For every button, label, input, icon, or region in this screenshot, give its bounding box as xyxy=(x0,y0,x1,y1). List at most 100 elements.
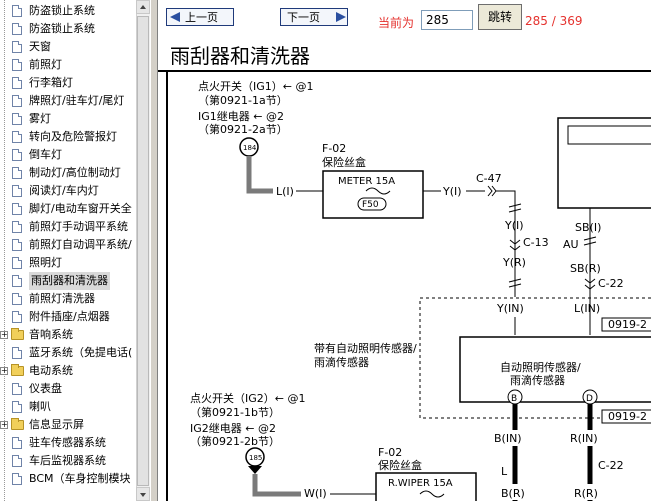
wire-label-bg xyxy=(568,430,614,446)
ref-0919-tag-2 xyxy=(601,409,651,424)
sensor-box xyxy=(459,336,651,403)
wire-label-l-in: L(IN) xyxy=(574,302,600,315)
tree-item-label: BCM（车身控制模块 xyxy=(29,472,131,485)
wire-label-l: L xyxy=(501,465,508,478)
tree-item-label: 喇叭 xyxy=(29,400,51,413)
document-icon xyxy=(12,149,22,161)
document-viewer: 上一页 下一页 当前为 跳转 285 / 369 雨刮器和清洗器 点火开关（IG… xyxy=(158,0,651,501)
wire-label-y-in: Y(IN) xyxy=(496,302,524,315)
tree-item-label: 雨刮器和清洗器 xyxy=(29,272,110,290)
tree-item-label: 蓝牙系统（免提电话( xyxy=(29,346,133,359)
wire-label-bg xyxy=(573,484,607,500)
prev-page-label: 上一页 xyxy=(185,11,218,24)
connector-c22-symbol xyxy=(584,278,596,290)
tree-item-label: 行李箱灯 xyxy=(29,76,73,89)
ig1-relay-ref: （第0921-2a节） xyxy=(198,122,288,136)
expand-icon[interactable]: + xyxy=(0,420,8,429)
scroll-up-button[interactable] xyxy=(136,0,150,14)
scroll-down-button[interactable] xyxy=(136,487,150,501)
tree-item-label: 前照灯 xyxy=(29,58,62,71)
ig1-switch-ref: （第0921-1a节） xyxy=(198,93,288,107)
fuse-box-1-label: 保险丝盒 xyxy=(322,155,366,169)
wire-label-bg xyxy=(492,430,538,446)
document-icon xyxy=(12,131,22,143)
fuse-box-2-label: 保险丝盒 xyxy=(378,458,422,472)
ig2-switch-note: 点火开关（IG2）← @1 xyxy=(190,391,305,405)
node-185-label: 185 xyxy=(249,454,262,462)
wire-label-r-r: R(R) xyxy=(574,487,598,500)
wire-label-y-i-2: Y(I) xyxy=(504,219,524,232)
tree-item-label: 防盗锁止系统 xyxy=(29,22,95,35)
expand-icon[interactable]: + xyxy=(0,330,8,339)
document-icon xyxy=(12,95,22,107)
tree-item-label: 仪表盘 xyxy=(29,382,62,395)
prev-page-button[interactable]: 上一页 xyxy=(166,8,234,26)
wire-break xyxy=(508,203,522,213)
wire-label-bg xyxy=(500,464,512,478)
tree-item-label: 转向及危险警报灯 xyxy=(29,130,117,143)
document-icon xyxy=(12,185,22,197)
wiper-fuse-symbol xyxy=(419,490,445,498)
pin-d-label: D xyxy=(586,394,593,404)
document-icon xyxy=(12,221,22,233)
page-number-input[interactable] xyxy=(421,10,473,30)
ground-arrow xyxy=(248,466,262,474)
document-icon xyxy=(12,311,22,323)
tree-item-label: 前照灯自动调平系统/ xyxy=(29,238,132,251)
tree-item-label: 附件插座/点烟器 xyxy=(29,310,110,323)
page-count: 285 / 369 xyxy=(525,14,583,28)
ig1-relay-note: IG1继电器 ← @2 xyxy=(198,110,284,123)
document-icon xyxy=(12,383,22,395)
jump-button[interactable]: 跳转 xyxy=(478,4,522,30)
connector-c22: C-22 xyxy=(598,277,624,290)
arrow-right-icon xyxy=(336,12,346,22)
ref-0919-tag-1 xyxy=(601,317,651,332)
ref-0919-2: 0919-2 xyxy=(608,410,647,423)
sensor-note-line2: 雨滴传感器 xyxy=(314,355,369,369)
document-icon xyxy=(12,347,22,359)
component-inner xyxy=(567,125,651,145)
tree-item-label: 天窗 xyxy=(29,40,51,53)
sensor-note-line1: 带有自动照明传感器/ xyxy=(314,341,417,355)
tree-item-label: 照明灯 xyxy=(29,256,62,269)
document-icon xyxy=(12,455,22,467)
wire-label-b-r: B(R) xyxy=(501,487,525,500)
wire-segment xyxy=(246,156,273,194)
wire-label-bg xyxy=(500,484,532,500)
ig1-switch-note: 点火开关（IG1）← @1 xyxy=(198,79,313,93)
next-page-button[interactable]: 下一页 xyxy=(280,8,348,26)
connector-c47: C-47 xyxy=(476,172,502,185)
document-icon xyxy=(12,275,22,287)
scrollbar-thumb[interactable] xyxy=(137,16,149,486)
wire-label-b-in: B(IN) xyxy=(494,432,522,445)
pane-splitter[interactable] xyxy=(150,0,158,501)
page-toolbar: 上一页 下一页 当前为 跳转 285 / 369 xyxy=(158,0,651,36)
wire-label-y-r: Y(R) xyxy=(502,256,526,269)
document-icon xyxy=(12,239,22,251)
connector-c13: C-13 xyxy=(523,236,549,249)
title-divider xyxy=(158,70,651,72)
wire-label-y-i: Y(I) xyxy=(442,185,462,198)
document-icon xyxy=(12,77,22,89)
wire-segment xyxy=(252,474,301,497)
document-icon xyxy=(12,437,22,449)
ig2-relay-note: IG2继电器 ← @2 xyxy=(190,422,276,435)
document-icon xyxy=(12,41,22,53)
pin-b-label: B xyxy=(511,394,517,404)
expand-icon[interactable]: + xyxy=(0,366,8,375)
ig2-switch-ref: （第0921-1b节） xyxy=(190,405,280,419)
wire-label-w-i: W(I) xyxy=(304,487,327,500)
arrow-left-icon xyxy=(170,12,180,22)
document-icon xyxy=(12,23,22,35)
tree-item-label: 驻车传感器系统 xyxy=(29,436,106,449)
tree-item-label: 雾灯 xyxy=(29,112,51,125)
arrow-down-icon xyxy=(140,493,146,497)
wire-break xyxy=(583,236,597,246)
wire-segment xyxy=(496,190,516,272)
arrow-up-icon xyxy=(140,5,146,9)
fuse-f50-label: F50 xyxy=(362,200,379,210)
tree-item-label: 脚灯/电动车窗开关全 xyxy=(29,202,132,215)
tree-item-label: 倒车灯 xyxy=(29,148,62,161)
document-icon xyxy=(12,473,22,485)
document-icon xyxy=(12,167,22,179)
